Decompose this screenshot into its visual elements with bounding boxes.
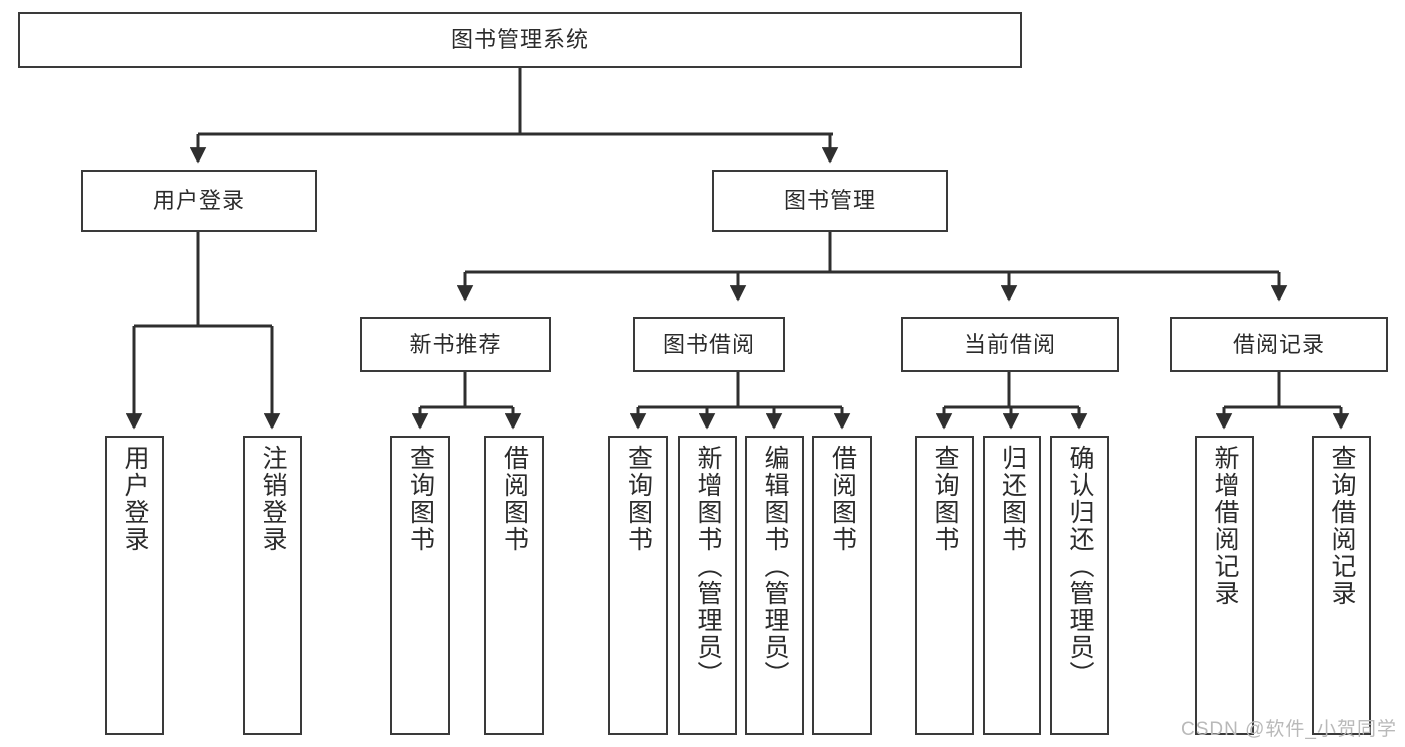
leaf-query-book-2-label: 查询图书 xyxy=(624,445,653,553)
leaf-confirm-return[interactable]: 确认归还（管理员） xyxy=(1050,436,1109,735)
leaf-query-book-2[interactable]: 查询图书 xyxy=(608,436,668,735)
leaf-query-record-label: 查询借阅记录 xyxy=(1328,445,1356,607)
node-book-manage[interactable]: 图书管理 xyxy=(712,170,948,232)
node-current-borrow-label: 当前借阅 xyxy=(963,331,1056,357)
leaf-return-book-label: 归还图书 xyxy=(998,445,1027,553)
leaf-logout-login-label: 注销登录 xyxy=(259,445,287,553)
node-user-login-label: 用户登录 xyxy=(152,188,245,213)
leaf-return-book[interactable]: 归还图书 xyxy=(983,436,1041,735)
node-root[interactable]: 图书管理系统 xyxy=(18,12,1022,68)
node-book-borrow-label: 图书借阅 xyxy=(662,331,755,357)
leaf-query-book-1[interactable]: 查询图书 xyxy=(390,436,450,735)
leaf-query-book-3[interactable]: 查询图书 xyxy=(915,436,974,735)
leaf-user-login-label: 用户登录 xyxy=(121,445,149,553)
leaf-borrow-book-1[interactable]: 借阅图书 xyxy=(484,436,544,735)
leaf-query-book-3-label: 查询图书 xyxy=(931,445,959,553)
node-book-manage-label: 图书管理 xyxy=(783,188,876,213)
node-book-borrow[interactable]: 图书借阅 xyxy=(633,317,785,372)
leaf-edit-book[interactable]: 编辑图书（管理员） xyxy=(745,436,804,735)
leaf-edit-book-label: 编辑图书（管理员） xyxy=(761,445,789,688)
leaf-confirm-return-label: 确认归还（管理员） xyxy=(1066,445,1094,688)
leaf-query-book-1-label: 查询图书 xyxy=(406,445,435,553)
node-borrow-record-label: 借阅记录 xyxy=(1232,331,1325,357)
node-user-login[interactable]: 用户登录 xyxy=(81,170,317,232)
node-new-book-rec[interactable]: 新书推荐 xyxy=(360,317,551,372)
leaf-add-record[interactable]: 新增借阅记录 xyxy=(1195,436,1254,735)
leaf-user-login[interactable]: 用户登录 xyxy=(105,436,164,735)
leaf-borrow-book-1-label: 借阅图书 xyxy=(500,445,529,553)
node-borrow-record[interactable]: 借阅记录 xyxy=(1170,317,1388,372)
leaf-add-record-label: 新增借阅记录 xyxy=(1211,445,1239,607)
leaf-borrow-book-2[interactable]: 借阅图书 xyxy=(812,436,872,735)
leaf-add-book[interactable]: 新增图书（管理员） xyxy=(678,436,737,735)
node-root-label: 图书管理系统 xyxy=(450,27,589,52)
node-new-book-rec-label: 新书推荐 xyxy=(409,331,502,357)
leaf-add-book-label: 新增图书（管理员） xyxy=(694,445,722,688)
leaf-borrow-book-2-label: 借阅图书 xyxy=(828,445,857,553)
leaf-logout-login[interactable]: 注销登录 xyxy=(243,436,302,735)
leaf-query-record[interactable]: 查询借阅记录 xyxy=(1312,436,1371,735)
node-current-borrow[interactable]: 当前借阅 xyxy=(901,317,1119,372)
